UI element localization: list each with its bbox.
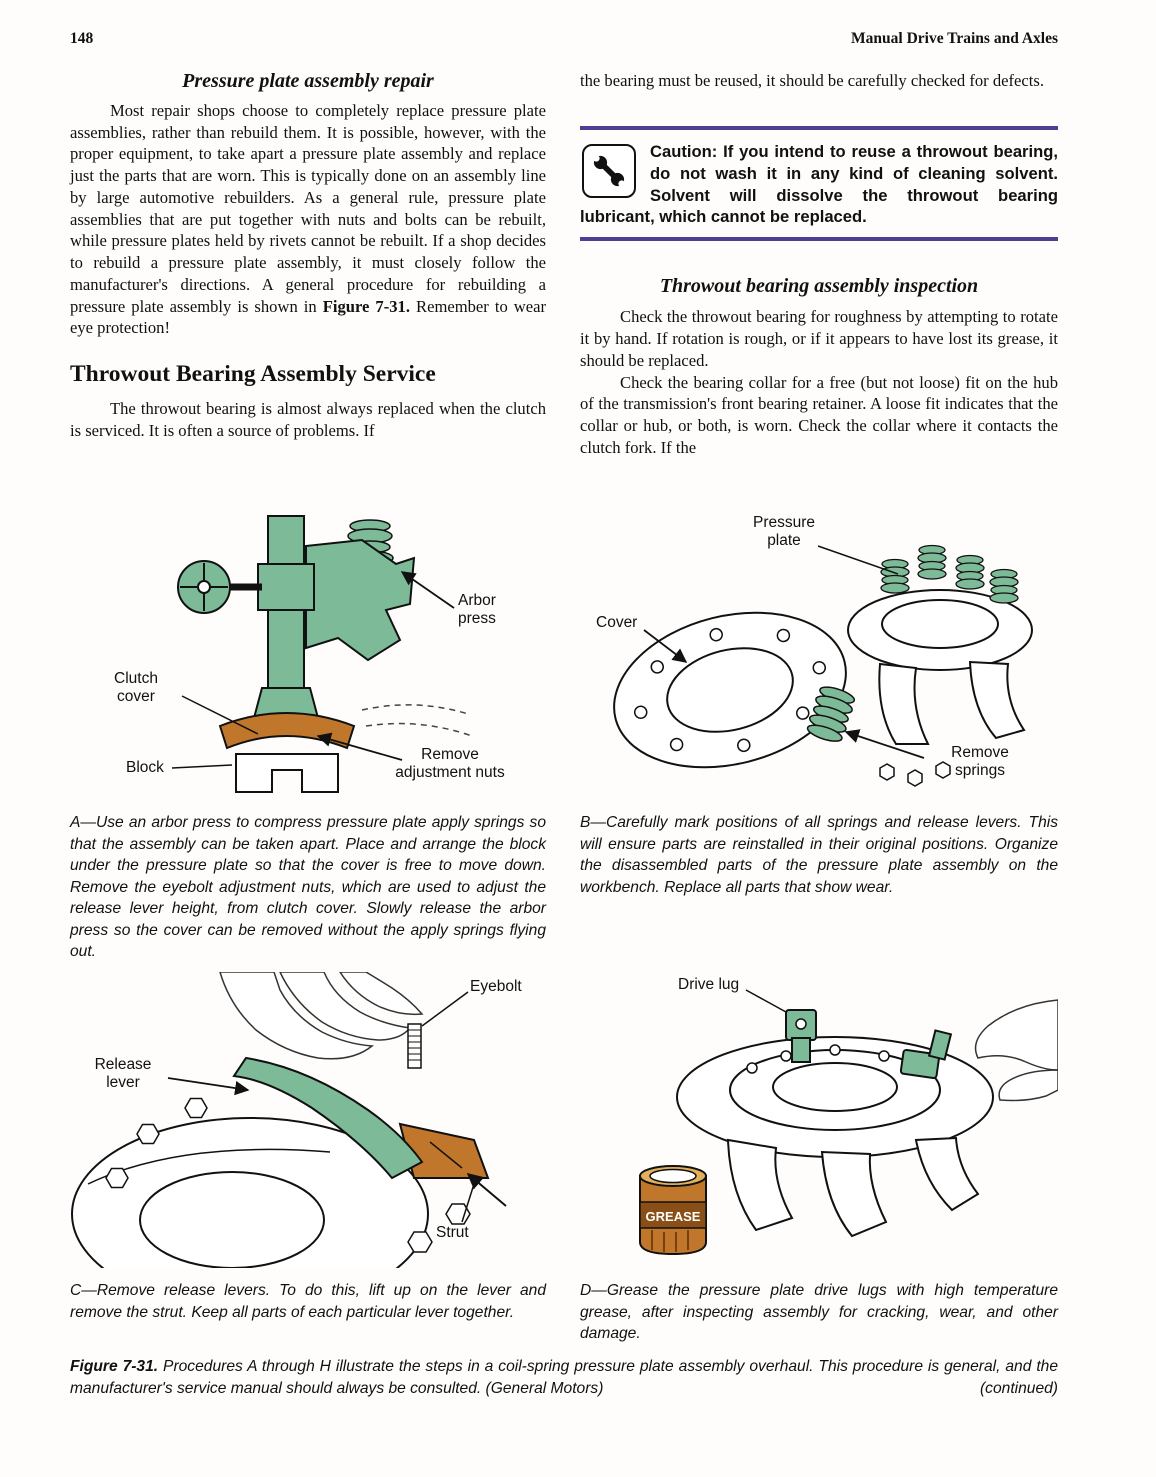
- drive-lug-illustration: GREASE: [639, 989, 1058, 1256]
- label-eyebolt: Eyebolt: [470, 978, 522, 995]
- running-head: Manual Drive Trains and Axles: [851, 30, 1058, 47]
- figure-caption-continued: (continued): [979, 1379, 1058, 1397]
- label-release-lever: Release lever: [94, 1056, 152, 1092]
- figure-caption-number: Figure 7-31.: [70, 1358, 159, 1375]
- heading-pressure-plate-repair: Pressure plate assembly repair: [182, 70, 434, 92]
- heading-throwout-bearing-service: Throwout Bearing Assembly Service: [70, 361, 436, 388]
- figure-caption-text: Procedures A through H illustrate the st…: [70, 1358, 1059, 1397]
- figure-reference: Figure 7-31.: [322, 296, 410, 316]
- paragraph-throwout-intro: The throwout bearing is almost always re…: [70, 399, 546, 440]
- arbor-press-illustration: [171, 515, 473, 793]
- caution-text: Caution: If you intend to reuse a throwo…: [580, 141, 1058, 227]
- label-remove-adjustment-nuts: Remove adjustment nuts: [395, 746, 505, 782]
- paragraph-repair-text: Most repair shops choose to completely r…: [70, 101, 546, 316]
- figure-a-caption: A—Use an arbor press to compress pressur…: [70, 814, 546, 961]
- paragraph-roughness-check: Check the throwout bearing for roughness…: [580, 307, 1058, 370]
- label-drive-lug: Drive lug: [678, 976, 740, 993]
- label-cover: Cover: [596, 614, 638, 631]
- figure-b-panel: Pressure plate Cover Remove springs: [580, 512, 1058, 802]
- cover-springs-illustration: [613, 544, 1033, 787]
- paragraph-repair-end: Remember to wear eye protection!: [70, 296, 546, 338]
- right-column: the bearing must be reused, it should be…: [580, 70, 1058, 458]
- figure-c-caption: C—Remove release levers. To do this, lif…: [70, 1282, 546, 1321]
- page-header: 148 Manual Drive Trains and Axles: [70, 30, 1058, 48]
- left-column: Pressure plate assembly repair Most repa…: [70, 70, 546, 442]
- figure-b-caption: B—Carefully mark positions of all spring…: [580, 814, 1058, 896]
- paragraph-repair: Most repair shops choose to completely r…: [70, 100, 546, 339]
- label-block: Block: [126, 759, 164, 776]
- wrench-icon: [582, 143, 636, 198]
- release-lever-illustration: [71, 972, 507, 1268]
- paragraph-bearing-reuse: the bearing must be reused, it should be…: [580, 71, 1044, 90]
- heading-throwout-inspection: Throwout bearing assembly inspection: [659, 275, 979, 298]
- caution-box: Caution: If you intend to reuse a throwo…: [580, 125, 1058, 242]
- figure-caption: Figure 7-31. Procedures A through H illu…: [70, 1356, 1058, 1399]
- label-remove-springs: Remove springs: [951, 744, 1009, 780]
- label-pressure-plate: Pressure plate: [752, 514, 816, 550]
- label-arbor-press: Arbor press: [458, 592, 496, 628]
- figure-a-panel: Arbor press Clutch cover Block Remove ad…: [70, 512, 546, 802]
- grease-can-label: GREASE: [646, 1209, 701, 1224]
- figure-d-panel: GREASE Drive lug: [580, 972, 1058, 1268]
- page-number: 148: [70, 30, 94, 47]
- figure-c-panel: Eyebolt Release lever Strut: [70, 972, 546, 1268]
- label-strut: Strut: [436, 1224, 469, 1241]
- label-clutch-cover: Clutch cover: [114, 670, 158, 706]
- figure-d-caption: D—Grease the pressure plate drive lugs w…: [580, 1282, 1058, 1343]
- paragraph-collar-check: Check the bearing collar for a free (but…: [580, 372, 1058, 457]
